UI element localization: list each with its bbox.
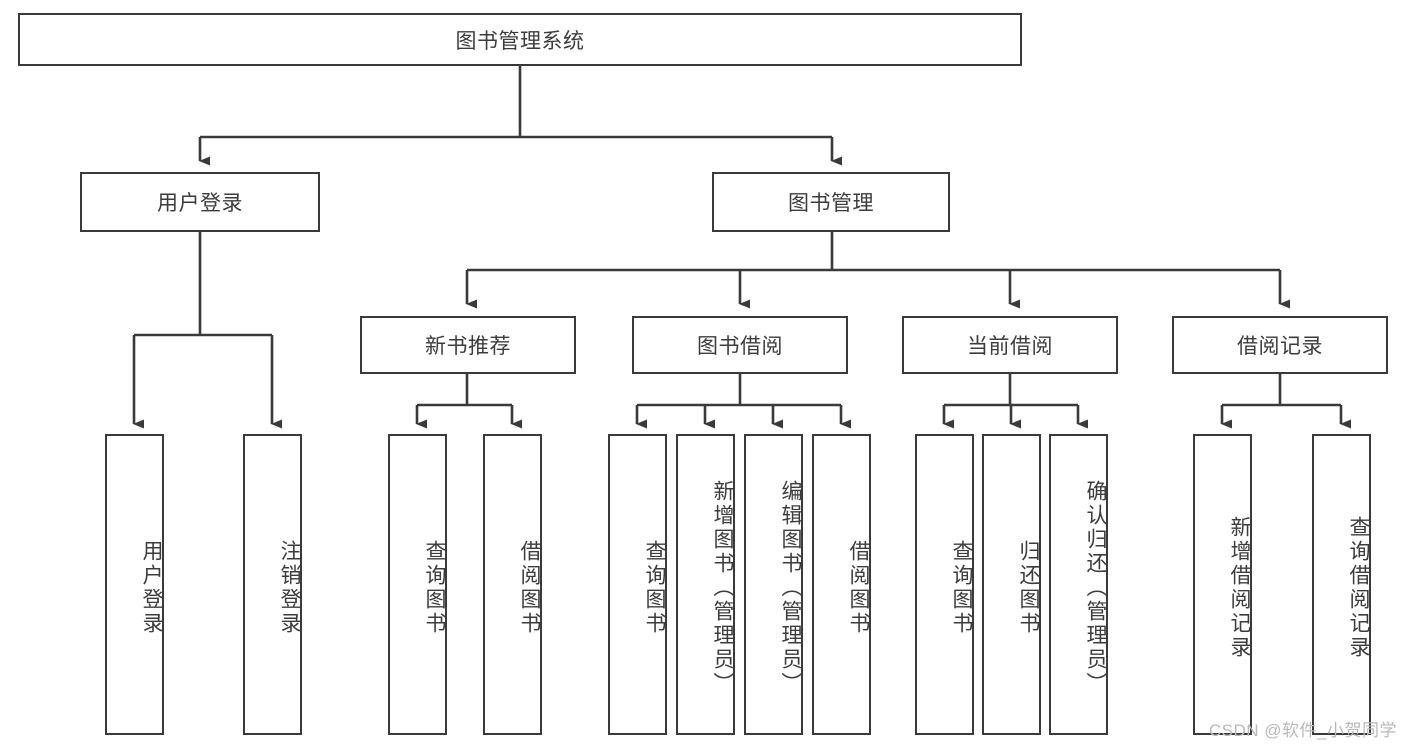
node-book-manage[interactable]: 图书管理 [712, 172, 950, 232]
node-leaf-current-return-book[interactable]: 归还图书 [982, 434, 1041, 735]
node-root-label: 图书管理系统 [455, 29, 585, 53]
node-leaf-borrow-add-book[interactable]: 新增图书（管理员） [676, 434, 735, 735]
node-leaf-current-query-book[interactable]: 查询图书 [915, 434, 974, 735]
watermark-text: CSDN @软件_小贺同学 [1208, 721, 1397, 740]
node-leaf-recommend-query-book[interactable]: 查询图书 [388, 434, 447, 735]
node-root[interactable]: 图书管理系统 [18, 13, 1022, 66]
node-user-login-label: 用户登录 [157, 192, 243, 215]
node-book-borrow-label: 图书借阅 [697, 335, 783, 358]
node-leaf-user-login-label: 用户登录 [140, 539, 163, 636]
node-new-book-recommend-label: 新书推荐 [425, 335, 511, 358]
node-book-borrow[interactable]: 图书借阅 [632, 316, 848, 374]
node-leaf-record-add-label: 新增借阅记录 [1228, 515, 1251, 660]
node-leaf-current-confirm-return-label: 确认归还（管理员） [1084, 479, 1107, 696]
node-current-borrow[interactable]: 当前借阅 [902, 316, 1118, 374]
node-leaf-current-confirm-return[interactable]: 确认归还（管理员） [1049, 434, 1108, 735]
node-leaf-record-add[interactable]: 新增借阅记录 [1193, 434, 1252, 735]
node-leaf-logout-label: 注销登录 [278, 539, 301, 636]
node-leaf-logout[interactable]: 注销登录 [243, 434, 302, 735]
node-current-borrow-label: 当前借阅 [967, 335, 1053, 358]
node-leaf-borrow-query-book[interactable]: 查询图书 [608, 434, 667, 735]
node-leaf-borrow-edit-book-label: 编辑图书（管理员） [779, 479, 802, 696]
node-new-book-recommend[interactable]: 新书推荐 [360, 316, 576, 374]
node-borrow-record-label: 借阅记录 [1237, 335, 1323, 358]
node-leaf-borrow-lend-book-label: 借阅图书 [847, 539, 870, 636]
node-leaf-borrow-query-book-label: 查询图书 [643, 539, 666, 636]
node-leaf-record-search[interactable]: 查询借阅记录 [1312, 434, 1371, 735]
node-leaf-borrow-edit-book[interactable]: 编辑图书（管理员） [744, 434, 803, 735]
node-leaf-record-search-label: 查询借阅记录 [1347, 515, 1370, 660]
node-borrow-record[interactable]: 借阅记录 [1172, 316, 1388, 374]
node-user-login[interactable]: 用户登录 [80, 172, 320, 232]
node-leaf-current-query-book-label: 查询图书 [950, 539, 973, 636]
node-leaf-current-return-book-label: 归还图书 [1017, 539, 1040, 636]
node-leaf-recommend-borrow-book[interactable]: 借阅图书 [483, 434, 542, 735]
node-leaf-user-login[interactable]: 用户登录 [105, 434, 164, 735]
node-leaf-borrow-lend-book[interactable]: 借阅图书 [812, 434, 871, 735]
node-leaf-recommend-borrow-book-label: 借阅图书 [518, 539, 541, 636]
node-book-manage-label: 图书管理 [788, 192, 874, 215]
node-leaf-recommend-query-book-label: 查询图书 [423, 539, 446, 636]
node-leaf-borrow-add-book-label: 新增图书（管理员） [711, 479, 734, 696]
